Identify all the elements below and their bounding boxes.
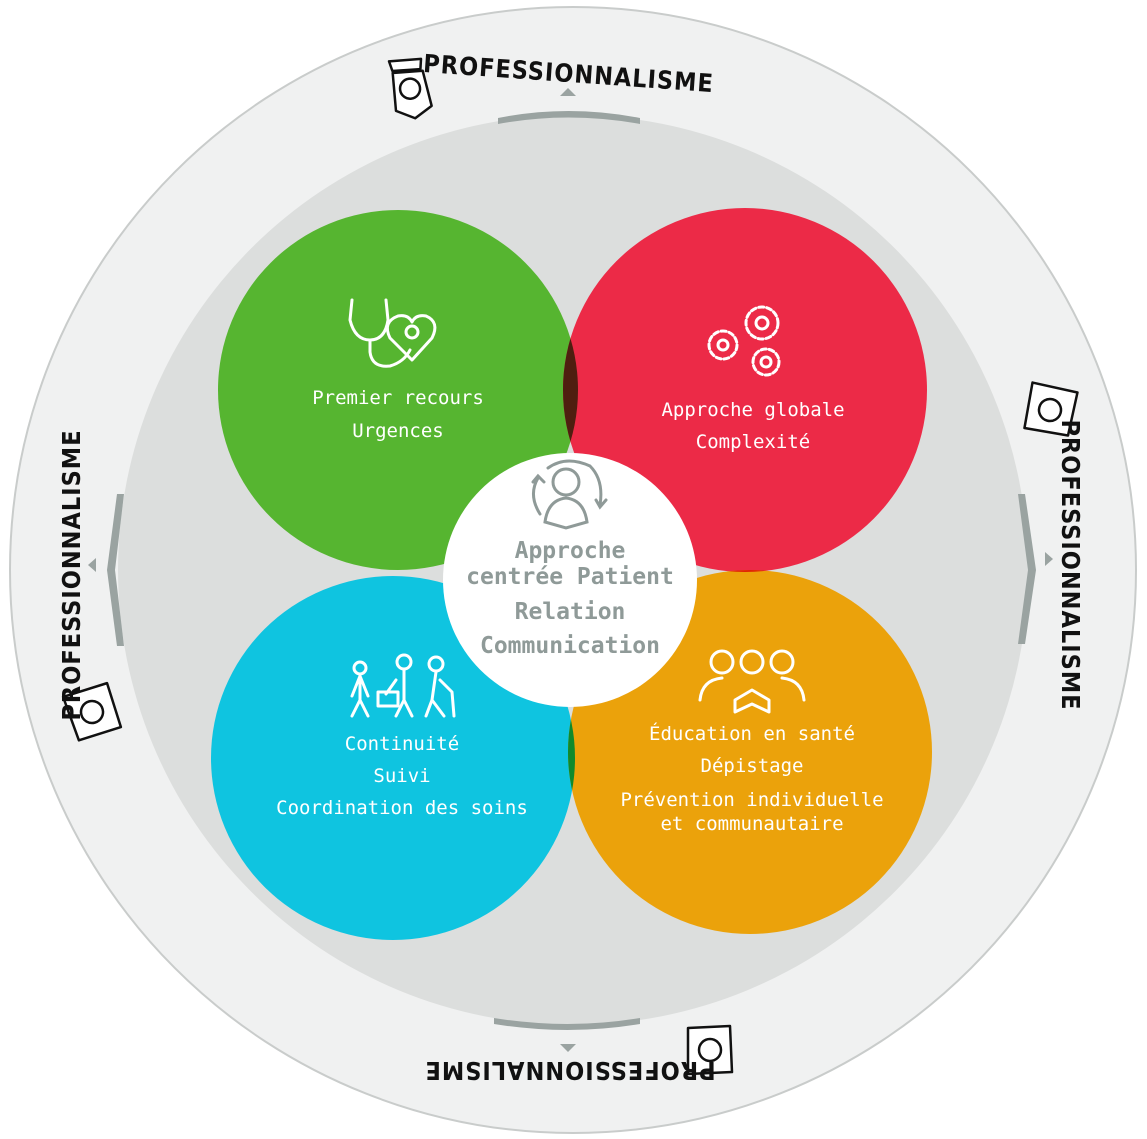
professionnalisme-label-left: PROFESSIONNALISME (57, 429, 86, 720)
patient-cycle-icon (531, 459, 608, 530)
center-line-2: centrée Patient (466, 564, 674, 590)
label-communautaire: et communautaire (660, 813, 843, 835)
label-coordination: Coordination des soins (276, 797, 528, 819)
bottom-bar (494, 1018, 640, 1030)
center-line-3: Relation (515, 599, 626, 625)
ring-markers (88, 88, 1053, 1052)
professionnalisme-left: PROFESSIONNALISME (57, 429, 123, 742)
circle-approche-globale (563, 208, 927, 572)
label-approche-globale: Approche globale (661, 399, 844, 421)
label-urgences: Urgences (352, 420, 444, 442)
label-suivi: Suivi (373, 765, 430, 787)
left-bar (107, 494, 124, 646)
people-walking-icon (350, 653, 456, 718)
label-prevention: Prévention individuelle (620, 789, 883, 811)
center-line-1: Approche (515, 538, 626, 564)
professionnalisme-bottom: PROFESSIONNALISME (424, 1024, 734, 1085)
left-arrow-icon (88, 558, 96, 572)
professionnalisme-label-bottom: PROFESSIONNALISME (424, 1056, 715, 1085)
label-continuite: Continuité (345, 733, 459, 755)
professionnalisme-label-right: PROFESSIONNALISME (1056, 419, 1085, 710)
top-arrow-icon (560, 88, 576, 96)
top-bar (498, 111, 640, 124)
center-circle (443, 453, 697, 707)
graduate-icon (1023, 381, 1079, 437)
graduate-icon (686, 1024, 734, 1076)
group-reading-icon (698, 649, 806, 714)
label-education-sante: Éducation en santé (649, 722, 855, 745)
graduate-icon (387, 57, 433, 120)
label-premier-recours: Premier recours (312, 387, 484, 409)
right-arrow-icon (1045, 552, 1053, 566)
label-depistage: Dépistage (701, 755, 804, 777)
circle-premier-recours (218, 210, 578, 570)
graduate-icon (61, 681, 123, 742)
center-line-4: Communication (480, 633, 660, 659)
right-bar (1018, 494, 1036, 644)
bottom-arrow-icon (560, 1044, 576, 1052)
stethoscope-heart-icon (348, 298, 437, 368)
professionnalisme-right: PROFESSIONNALISME (1023, 381, 1085, 711)
gears-icon (707, 305, 781, 377)
label-complexite: Complexité (696, 431, 810, 453)
